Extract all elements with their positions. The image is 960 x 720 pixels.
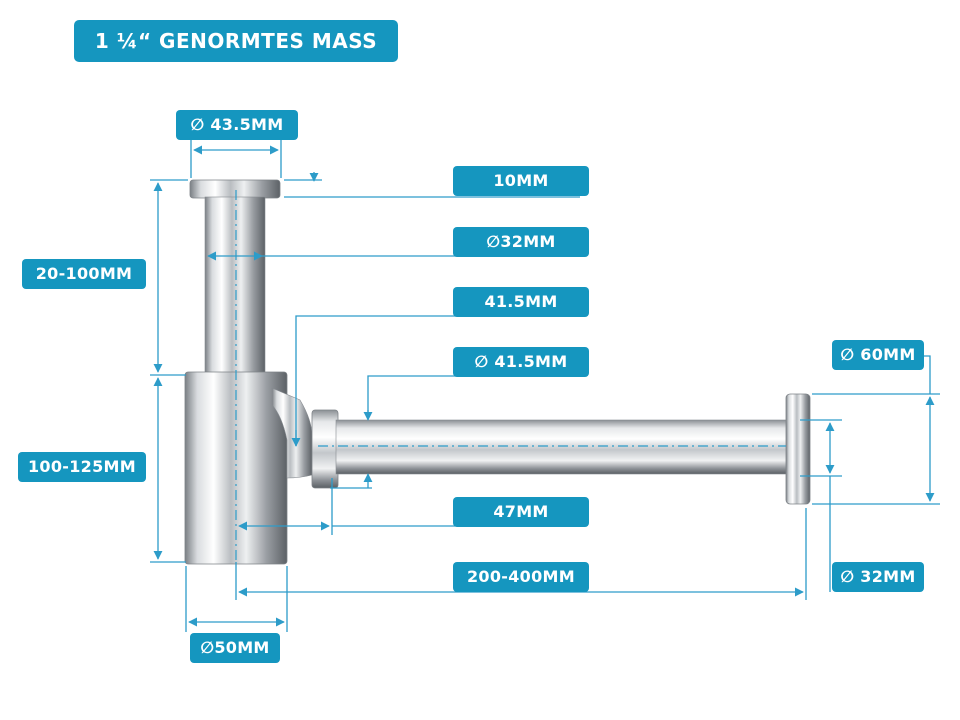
label-outlet-length: 200-400MM <box>453 562 589 592</box>
upper-pipe <box>204 196 266 376</box>
label-lower-height: 100-125MM <box>18 452 146 482</box>
wall-rosette <box>785 393 811 505</box>
outlet-neck <box>271 387 313 479</box>
label-body-diameter: ∅50MM <box>190 633 280 663</box>
label-inlet-offset: 47MM <box>453 497 589 527</box>
label-upper-height: 20-100MM <box>22 259 146 289</box>
label-outlet-diameter: ∅ 41.5MM <box>453 347 589 377</box>
label-wall-pipe-diameter: ∅ 32MM <box>832 562 924 592</box>
outlet-nut <box>311 409 339 489</box>
label-top-cap-diameter: ∅ 43.5MM <box>176 110 298 140</box>
label-rosette-diameter: ∅ 60MM <box>832 340 924 370</box>
trap-body <box>184 179 811 565</box>
label-offset: 41.5MM <box>453 287 589 317</box>
dimension-lines <box>150 140 940 632</box>
top-cap <box>189 179 281 199</box>
page-title: 1 ¼“ GENORMTES MASS <box>74 20 398 62</box>
label-pipe-diameter: ∅32MM <box>453 227 589 257</box>
label-cap-height: 10MM <box>453 166 589 196</box>
outlet-pipe <box>335 419 797 475</box>
